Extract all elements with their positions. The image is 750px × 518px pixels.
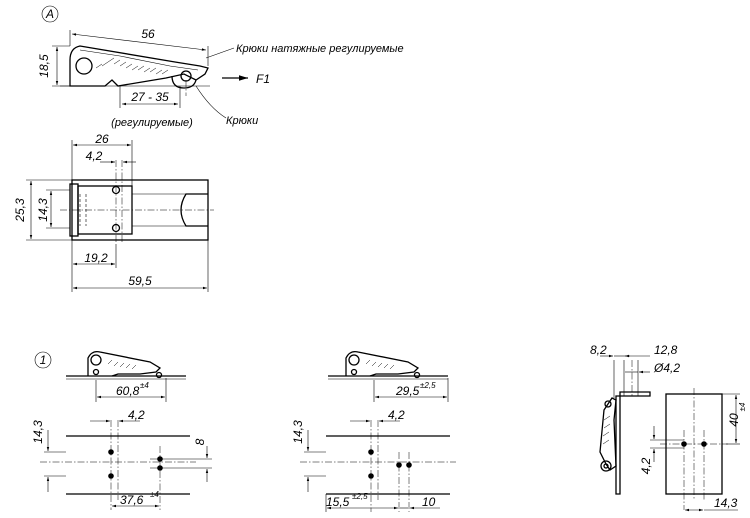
lever-edge <box>79 49 199 71</box>
right-dim-dia-4-2: Ø4,2 <box>653 361 680 375</box>
top-view: 26 4,2 25,3 14,3 19,2 59,5 <box>13 132 214 292</box>
middle-tol-29-5: ±2,5 <box>420 381 436 390</box>
hook-pivot <box>180 70 192 82</box>
dim-56: 56 <box>141 27 155 41</box>
mounting-marker: 1 <box>40 353 47 367</box>
middle-dim-10: 10 <box>422 495 436 509</box>
label-force: F1 <box>256 72 270 86</box>
right-dim-40: 40 <box>727 413 741 427</box>
middle-dim-14-3: 14,3 <box>291 420 305 444</box>
top-dim-4-2: 4,2 <box>86 149 103 163</box>
latch-body-side <box>69 45 209 87</box>
mounting-right: 8,2 12,8 Ø4,2 40 ±4 4,2 14,3 <box>590 343 747 512</box>
left-tol-37-6: ±4 <box>150 490 159 499</box>
left-dim-14-3: 14,3 <box>31 420 45 444</box>
top-dim-59-5: 59,5 <box>128 274 152 288</box>
section-hatching <box>95 57 169 75</box>
dim-27-35: 27 - 35 <box>130 90 169 104</box>
hinge-pin <box>75 57 93 75</box>
right-tol-40: ±4 <box>738 402 747 411</box>
right-dim-14-3: 14,3 <box>714 496 738 510</box>
label-tension-hooks: Крюки натяжные регулируемые <box>236 43 404 55</box>
latch-side-small <box>87 350 162 377</box>
top-dim-14-3: 14,3 <box>36 198 50 222</box>
middle-dim-15-5: 15,5 <box>326 495 350 509</box>
view-a-marker: A <box>45 7 54 21</box>
left-dim-8: 8 <box>193 438 207 445</box>
middle-tol-15-5: ±2,5 <box>352 492 368 501</box>
bracket <box>615 391 651 495</box>
mounting-middle: 29,5 ±2,5 4,2 14,3 15,5 ±2,5 10 <box>291 350 456 512</box>
top-dim-19-2: 19,2 <box>84 251 108 265</box>
dim-line-56 <box>71 33 207 51</box>
label-hooks: Крюки <box>226 115 258 127</box>
left-dim-60-8: 60,8 <box>116 384 140 398</box>
left-dim-37-6: 37,6 <box>120 493 144 507</box>
hook-shape <box>171 75 197 89</box>
dim-18-5: 18,5 <box>37 54 51 78</box>
right-dim-12-8: 12,8 <box>654 343 678 357</box>
left-tol-60-8: ±4 <box>140 381 149 390</box>
top-dim-25-3: 25,3 <box>13 198 27 223</box>
view-a-marker-circle <box>41 5 59 23</box>
top-dim-26: 26 <box>94 132 109 146</box>
right-dim-8-2: 8,2 <box>590 343 607 357</box>
mounting-left: 1 60,8 ±4 4,2 14,3 <box>31 350 212 510</box>
right-dim-4-2: 4,2 <box>639 457 653 474</box>
adjustable-note: (регулируемые) <box>111 117 193 129</box>
middle-dim-29-5: 29,5 <box>395 384 420 398</box>
view-a-side: A 56 18,5 27 - 35 (регулируемые) Крюки н… <box>37 5 404 129</box>
left-dim-4-2: 4,2 <box>128 408 145 422</box>
latch-vertical <box>599 397 617 471</box>
middle-dim-4-2: 4,2 <box>388 408 405 422</box>
